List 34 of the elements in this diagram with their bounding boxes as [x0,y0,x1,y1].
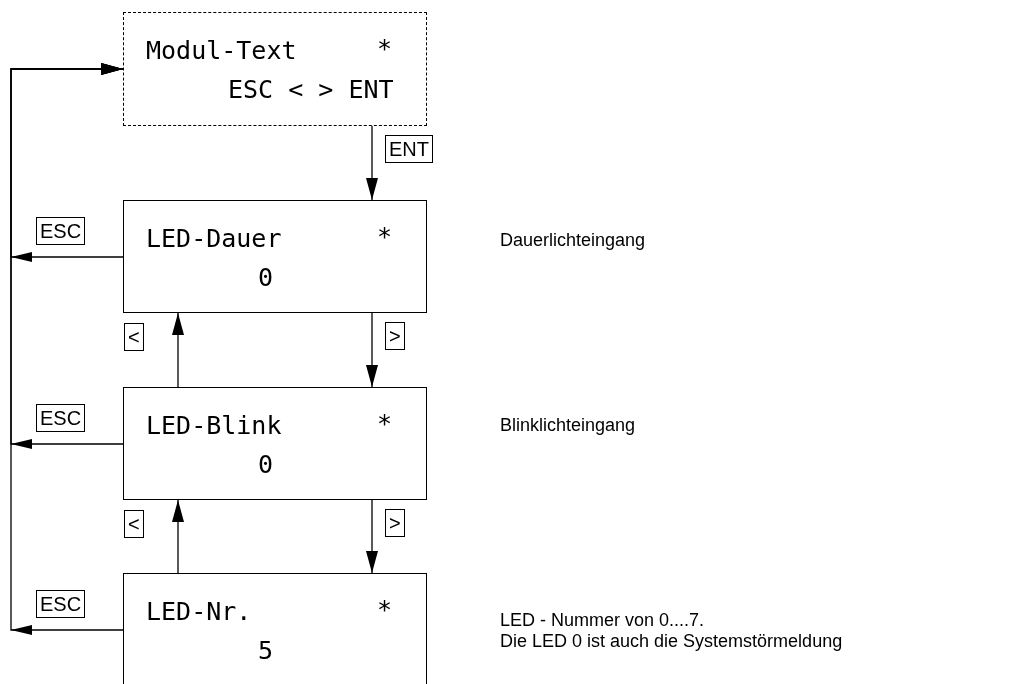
cursor-mark: * [376,35,392,63]
display-label: LED-Nr. [146,598,252,626]
display-box [123,573,427,684]
key-label: ENT [385,135,433,163]
display-value: 5 [258,637,274,665]
display-box [123,200,427,313]
display-box [123,387,427,500]
key-label: ESC [36,404,86,432]
arrow [172,499,184,574]
display-label: Modul-Text [146,37,297,65]
display-label: LED-Dauer [146,225,282,253]
arrow [366,312,378,388]
display-label: LED-Blink [146,412,282,440]
cursor-mark: * [376,223,392,251]
arrow [366,125,378,201]
cursor-mark: * [376,410,392,438]
description-text: Blinklichteingang [500,414,636,436]
display-box [123,12,427,126]
description-text: Die LED 0 ist auch die Systemstörmeldung [500,630,843,652]
arrow [10,63,124,631]
key-label: < [124,323,144,351]
description-text: LED - Nummer von 0....7. [500,609,705,631]
key-label: ESC [36,590,86,618]
key-label: ESC [36,217,86,245]
display-value: 0 [258,264,274,292]
arrow [172,312,184,388]
key-label: > [385,509,405,537]
display-value: ESC < > ENT [228,76,394,104]
key-label: > [385,322,405,350]
arrow [366,499,378,574]
cursor-mark: * [376,596,392,624]
description-text: Dauerlichteingang [500,229,646,251]
display-value: 0 [258,451,274,479]
key-label: < [124,510,144,538]
